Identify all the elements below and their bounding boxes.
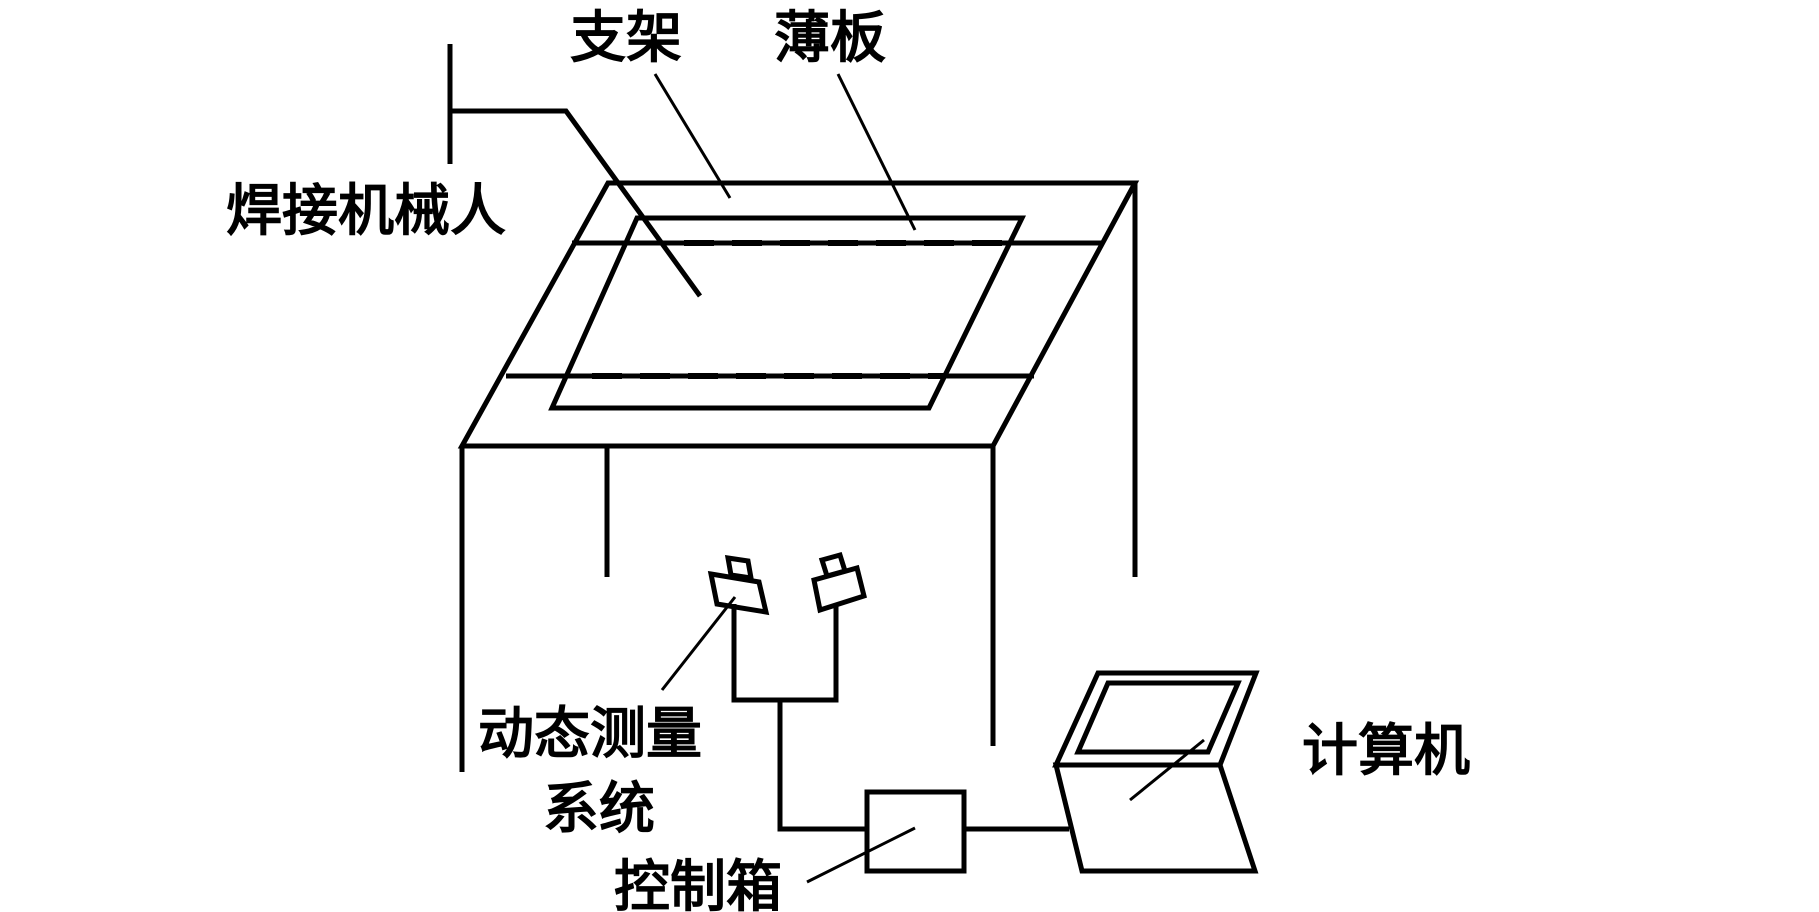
computer (1052, 670, 1260, 874)
thin-plate (548, 215, 1027, 411)
bracket-frame (457, 180, 1140, 772)
camera-left (707, 555, 770, 616)
label-thin-plate: 薄板 (774, 6, 886, 71)
control-box (864, 789, 967, 874)
camera-left-body (707, 570, 770, 616)
label-welding-robot: 焊接机械人 (226, 179, 506, 244)
welding-robot-arm (447, 44, 703, 298)
leader-bracket (653, 73, 732, 199)
leader-lines (653, 73, 1205, 884)
label-dynamic-measurement-line1: 动态测量 (478, 702, 702, 767)
labels: 支架 薄板 焊接机械人 动态测量 系统 控制箱 计算机 (226, 6, 1470, 912)
label-dynamic-measurement-line2: 系统 (543, 777, 655, 842)
leader-control-box (806, 826, 916, 884)
label-control-box: 控制箱 (614, 855, 782, 912)
cable-to-control-box (777, 700, 867, 832)
thin-plate-outline (548, 215, 1027, 411)
cable-right-camera (780, 606, 839, 703)
leader-dynamic-measurement (660, 596, 737, 691)
label-bracket: 支架 (570, 6, 682, 71)
computer-screen (1074, 680, 1242, 755)
label-computer: 计算机 (1302, 719, 1470, 784)
leader-computer (1129, 738, 1205, 802)
camera-right (811, 551, 867, 614)
computer-base (1052, 762, 1259, 874)
leader-thin-plate (836, 73, 917, 231)
camera-left-lens (724, 555, 755, 581)
cable-left-camera (731, 604, 780, 703)
camera-cables (731, 604, 867, 832)
robot-arm (450, 108, 703, 298)
camera-right-lens (818, 551, 849, 580)
